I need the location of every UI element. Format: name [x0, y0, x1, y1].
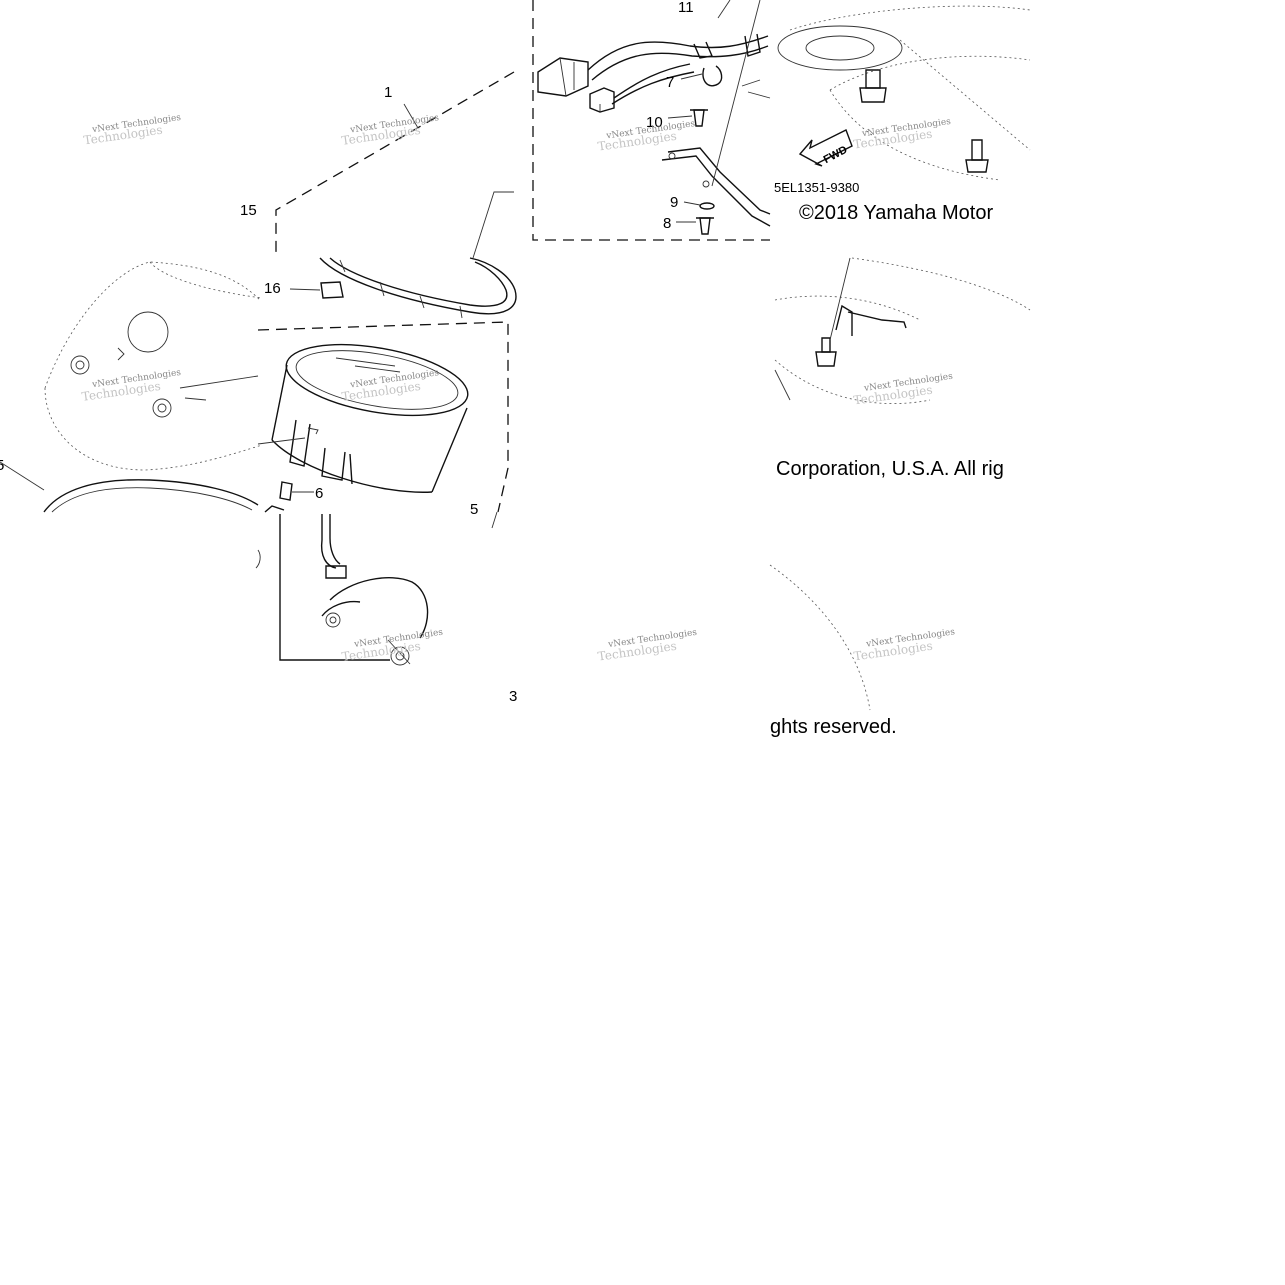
callout-5-left: 5	[0, 457, 4, 474]
callout-10: 10	[646, 114, 663, 131]
watermark: Technologies vNext Technologies	[853, 627, 956, 663]
harness-tile	[532, 0, 771, 241]
copyright-line-2: Corporation, U.S.A. All rig	[776, 458, 1004, 480]
callout-6: 6	[315, 485, 323, 502]
housing-tile	[0, 261, 263, 513]
lower-tile	[255, 511, 871, 711]
copyright-line-1: ©2018 Yamaha Motor	[799, 202, 993, 224]
watermark: Technologies vNext Technologies	[341, 113, 440, 148]
callout-8: 8	[663, 215, 671, 232]
fwd-label: FWD	[822, 144, 850, 166]
callout-9: 9	[670, 194, 678, 211]
callout-7: 7	[666, 74, 674, 91]
callout-11: 11	[678, 0, 694, 16]
meter-tile	[257, 71, 517, 513]
watermark: Technologies vNext Technologies	[83, 113, 182, 148]
cowl-tile	[777, 5, 1031, 181]
watermark: Technologies vNext Technologies	[853, 117, 952, 152]
callout-15: 15	[240, 202, 257, 219]
watermark: Technologies vNext Technologies	[597, 628, 698, 664]
watermark: Technologies vNext Technologies	[81, 368, 182, 404]
callout-1: 1	[384, 84, 392, 101]
watermark: Technologies vNext Technologies	[341, 368, 440, 404]
watermarks: Technologies vNext Technologies Technolo…	[81, 113, 956, 664]
callout-5: 5	[470, 501, 478, 518]
watermark: Technologies vNext Technologies	[341, 628, 444, 664]
callout-16: 16	[264, 280, 281, 297]
callout-3: 3	[509, 688, 517, 705]
watermark: Technologies vNext Technologies	[853, 372, 954, 408]
part-code: 5EL1351-9380	[774, 180, 859, 195]
copyright-line-3: ghts reserved.	[770, 716, 897, 738]
cowl-mid-tile	[774, 257, 1031, 404]
callout-labels: 1 15 16 6 5 11 7 10 9 8 5 3	[0, 0, 694, 705]
